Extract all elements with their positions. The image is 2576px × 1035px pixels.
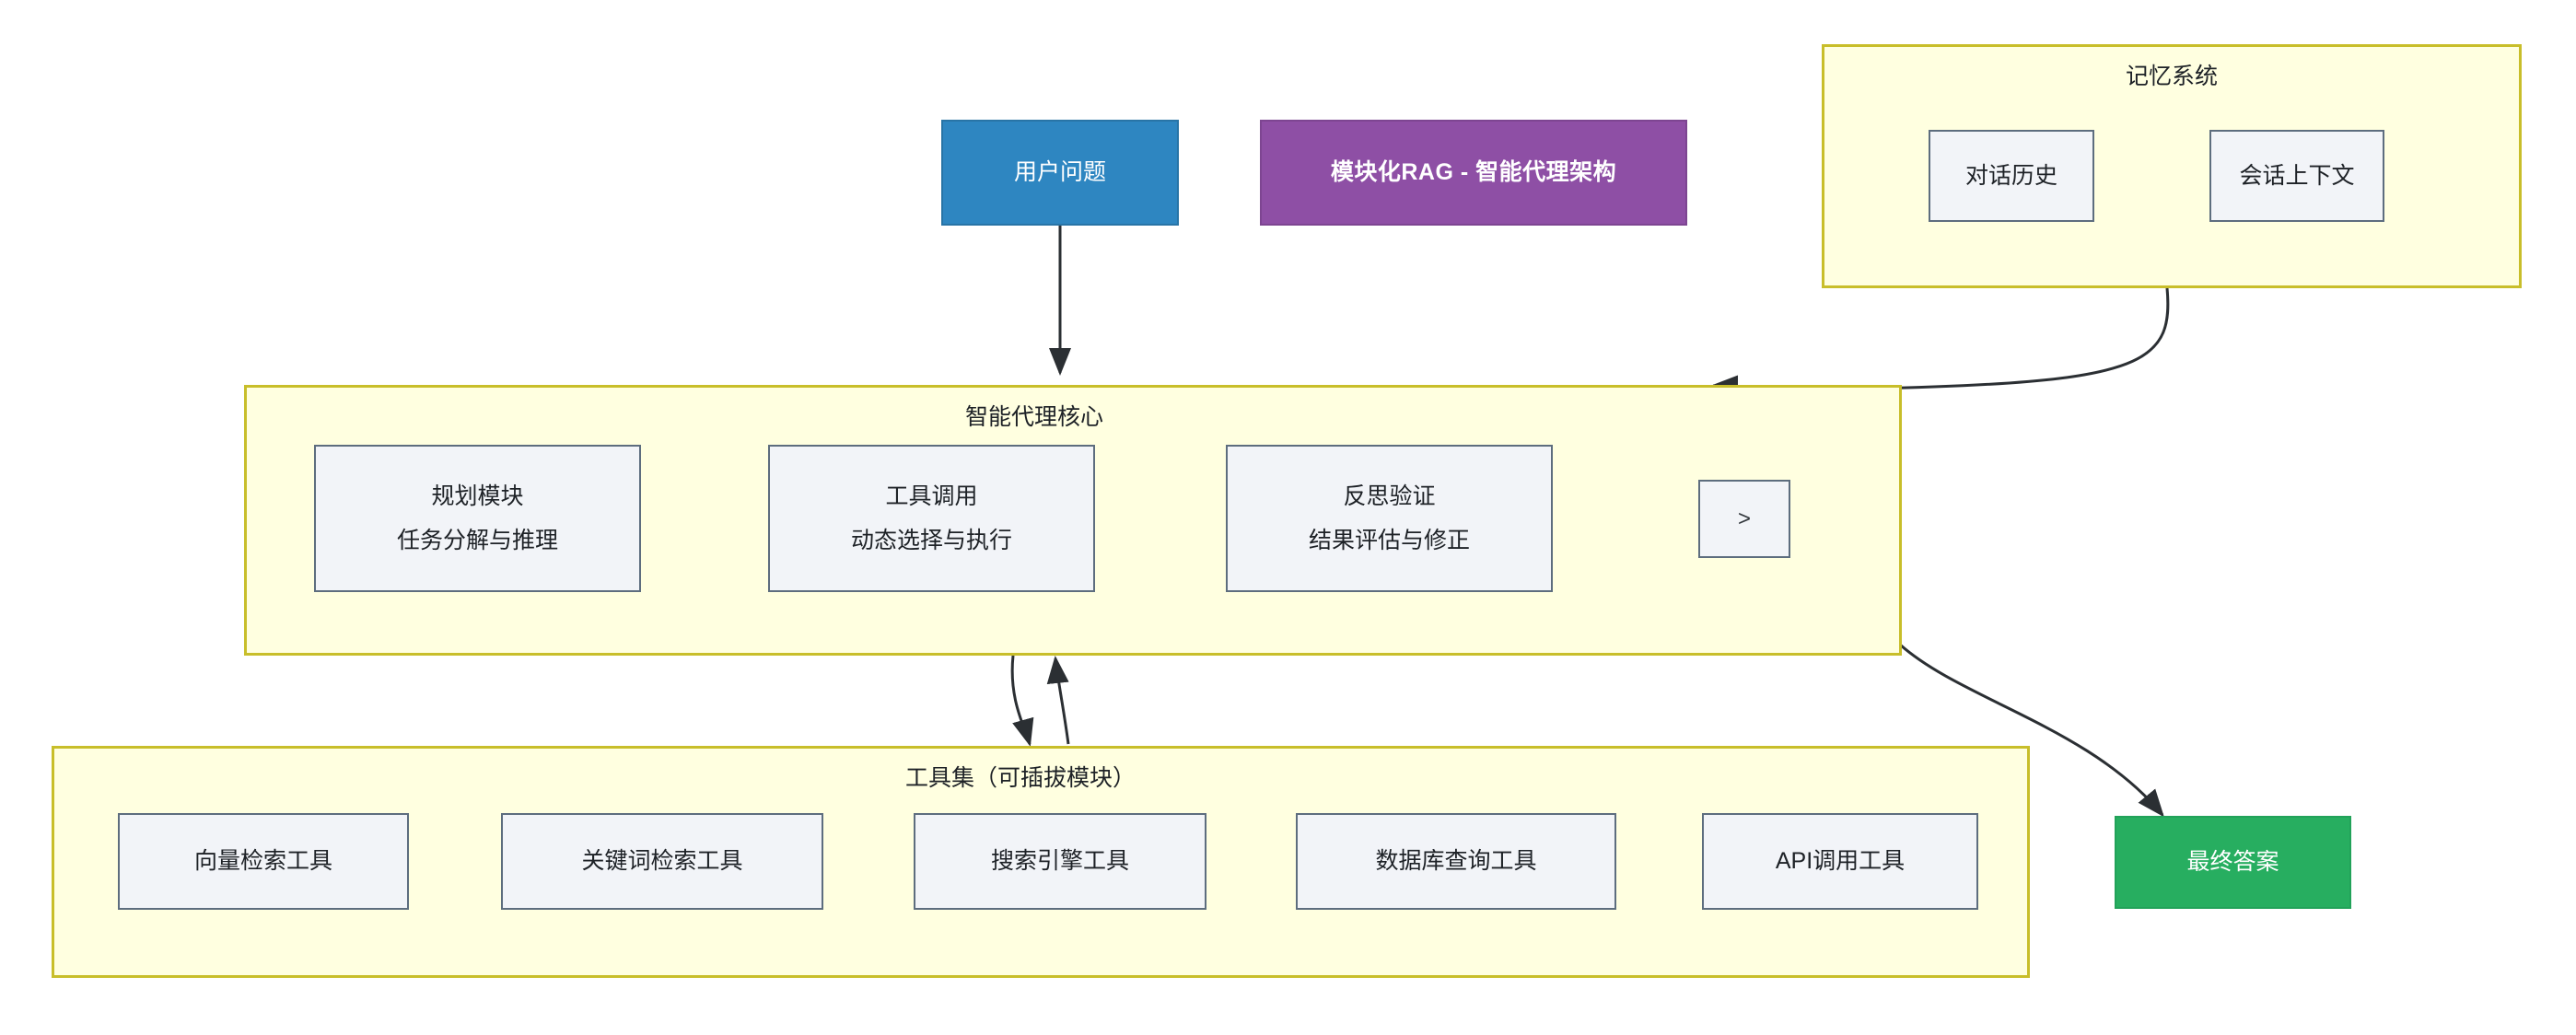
edge-tools-to-agent bbox=[1046, 656, 1070, 745]
node-reflection-validation[interactable]: 反思验证 结果评估与修正 bbox=[1226, 445, 1553, 592]
node-user-question[interactable]: 用户问题 bbox=[941, 120, 1179, 226]
node-session-context[interactable]: 会话上下文 bbox=[2209, 130, 2384, 222]
chevron-right-icon: > bbox=[1737, 506, 1751, 531]
node-conversation-history[interactable]: 对话历史 bbox=[1929, 130, 2094, 222]
title-badge: 模块化RAG - 智能代理架构 bbox=[1260, 120, 1687, 226]
group-memory-system: 记忆系统 对话历史 会话上下文 bbox=[1822, 44, 2522, 288]
node-tool-keyword-retrieval[interactable]: 关键词检索工具 bbox=[501, 813, 823, 910]
node-tool-keyword-retrieval-label: 关键词检索工具 bbox=[581, 848, 743, 875]
node-planning-module[interactable]: 规划模块 任务分解与推理 bbox=[314, 445, 641, 592]
node-tool-api-invocation-label: API调用工具 bbox=[1775, 848, 1906, 875]
node-tool-search-engine[interactable]: 搜索引擎工具 bbox=[914, 813, 1206, 910]
node-tool-vector-retrieval-label: 向量检索工具 bbox=[193, 848, 332, 875]
node-tool-invocation-line1: 工具调用 bbox=[885, 483, 978, 509]
node-conversation-history-label: 对话历史 bbox=[1964, 162, 2057, 189]
node-tool-invocation-line2: 动态选择与执行 bbox=[850, 528, 1012, 553]
node-tool-vector-retrieval[interactable]: 向量检索工具 bbox=[118, 813, 409, 910]
node-tool-search-engine-label: 搜索引擎工具 bbox=[990, 848, 1129, 875]
node-loop-chevron[interactable]: > bbox=[1698, 480, 1790, 558]
node-tool-database-query-label: 数据库查询工具 bbox=[1375, 848, 1537, 875]
group-agent-core-title: 智能代理核心 bbox=[964, 404, 1103, 430]
node-user-question-label: 用户问题 bbox=[1013, 159, 1106, 186]
node-session-context-label: 会话上下文 bbox=[2239, 162, 2355, 189]
group-toolset: 工具集（可插拔模块） 向量检索工具 关键词检索工具 搜索引擎工具 数据库查询工具… bbox=[52, 746, 2030, 978]
group-memory-system-title: 记忆系统 bbox=[2125, 64, 2218, 89]
node-tool-database-query[interactable]: 数据库查询工具 bbox=[1296, 813, 1616, 910]
node-planning-module-line2: 任务分解与推理 bbox=[396, 528, 558, 553]
group-agent-core: 智能代理核心 规划模块 任务分解与推理 工具调用 动态选择与执行 反思验证 结果… bbox=[244, 385, 1902, 656]
node-reflection-validation-line1: 反思验证 bbox=[1343, 483, 1436, 509]
edge-agent-to-tools bbox=[1010, 655, 1034, 747]
node-final-answer-label: 最终答案 bbox=[2186, 849, 2279, 876]
node-tool-invocation[interactable]: 工具调用 动态选择与执行 bbox=[768, 445, 1095, 592]
title-badge-label: 模块化RAG - 智能代理架构 bbox=[1330, 159, 1617, 186]
node-planning-module-line1: 规划模块 bbox=[431, 483, 524, 509]
edge-memory-to-agent bbox=[1710, 287, 2170, 398]
group-toolset-title: 工具集（可插拔模块） bbox=[904, 765, 1136, 791]
node-tool-api-invocation[interactable]: API调用工具 bbox=[1702, 813, 1978, 910]
node-final-answer[interactable]: 最终答案 bbox=[2115, 816, 2351, 909]
node-reflection-validation-line2: 结果评估与修正 bbox=[1308, 528, 1470, 553]
